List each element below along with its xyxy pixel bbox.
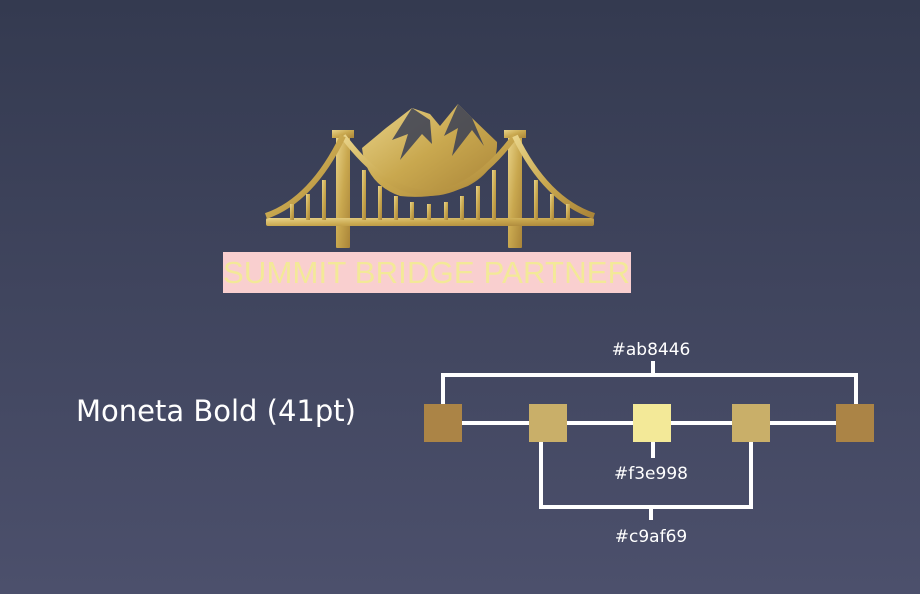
swatch-1 <box>424 404 462 442</box>
swatch-4 <box>732 404 770 442</box>
outer-bracket <box>441 373 858 404</box>
swatch-3 <box>633 404 671 442</box>
center-color-label: #f3e998 <box>614 464 688 484</box>
font-spec-label: Moneta Bold (41pt) <box>76 394 356 428</box>
bridge-icon <box>264 130 595 248</box>
inner-bracket <box>539 442 753 509</box>
inner-color-label: #c9af69 <box>615 527 687 547</box>
outer-color-label: #ab8446 <box>612 340 691 360</box>
swatch-2 <box>529 404 567 442</box>
mountain-bridge-logo-icon <box>264 104 595 248</box>
swatch-5 <box>836 404 874 442</box>
mountain-icon <box>362 104 498 197</box>
brand-name: SUMMIT BRIDGE PARTNERS <box>223 252 631 293</box>
